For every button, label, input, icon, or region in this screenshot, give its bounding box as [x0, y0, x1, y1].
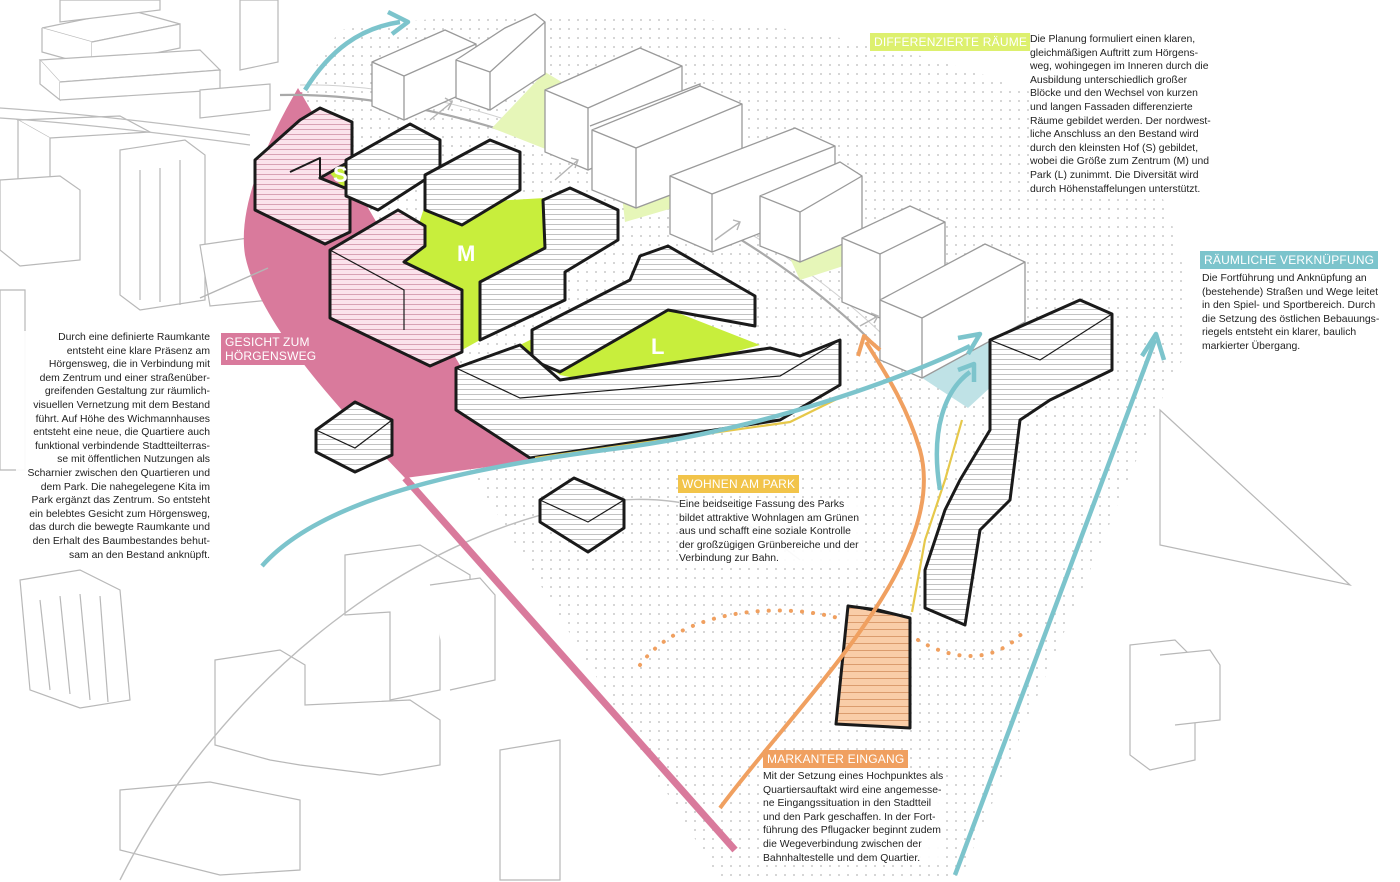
text-wohnen-am-park: Eine beidseitige Fassung des Parks bilde… [679, 498, 860, 566]
text-line: visuellen Vernetzung mit dem Bestand [33, 399, 210, 411]
text-line: Räume gebildet werden. Der nordwest- [1030, 115, 1211, 127]
text-line: gleichmäßigen Auftritt zum Hörgens- [1030, 47, 1199, 59]
text-line: das durch die bewegte Raumkante und [29, 522, 210, 534]
text-line: wobei die Größe zum Zentrum (M) und [1030, 156, 1210, 168]
text-line: riegels entsteht ein klarer, baulich [1202, 327, 1357, 339]
text-differenzierte-raeume: Die Planung formuliert einen klaren, gle… [1030, 33, 1211, 197]
text-line: Bahnhaltestelle und dem Quartier. [763, 852, 921, 864]
text-line: entsteht eine klare Präsenz am [66, 345, 210, 357]
block-central-l [478, 186, 620, 342]
text-line: führung des Pflugacker beginnt zudem [763, 825, 941, 837]
text-line: die Wegeverbindung zwischen der [763, 838, 922, 850]
text-line: durch den kleinsten Hof (S) gebildet, [1030, 142, 1199, 154]
text-line: Hörgensweg, die in Verbindung mit [48, 359, 210, 371]
label-differenzierte-title: DIFFERENZIERTE RÄUME [874, 35, 1028, 49]
text-line: ne Eingangssituation in den Stadtteil [763, 798, 932, 810]
text-line: liche Anschluss an den Bestand wird [1030, 129, 1199, 141]
text-line: aus und schafft eine soziale Kontrolle [679, 526, 851, 538]
text-line: Park ergänzt das Zentrum. So entsteht [31, 495, 210, 507]
text-line: markierter Übergang. [1202, 340, 1301, 352]
block-east [923, 298, 1114, 627]
label-differenzierte-raeume: DIFFERENZIERTE RÄUME [870, 33, 1032, 51]
block-west-long [328, 208, 464, 368]
text-line: der großzügigen Grünbereiche und der [679, 539, 859, 551]
text-line: den Erhalt des Baumbestandes behut- [32, 535, 210, 547]
text-line: entsteht eine neue, die Quartiere auch [33, 427, 210, 439]
label-raeumliche-verknuepfung: RÄUMLICHE VERKNÜPFUNG [1200, 251, 1379, 269]
hoergensweg-line [402, 475, 738, 853]
text-line: und langen Fassaden differenzierte [1030, 101, 1193, 113]
label-gesicht-line1: GESICHT ZUM [225, 335, 310, 349]
text-line: dem Zentrum und einer straßenüber- [39, 372, 210, 384]
text-line: Ausbildung unterschiedlich großer [1030, 74, 1188, 86]
label-verknuepfung-title: RÄUMLICHE VERKNÜPFUNG [1204, 253, 1375, 267]
text-line: sam an den Bestand anknüpft. [69, 549, 210, 561]
text-line: greifenden Gestaltung zur räumlich- [44, 386, 210, 398]
text-raeumliche-verknuepfung: Die Fortführung und Anknüpfung an (beste… [1202, 272, 1380, 354]
text-line: führt. Auf Höhe des Wichmannhauses [35, 413, 210, 425]
text-gesicht-zum-hoergensweg: Durch eine definierte Raumkante entsteht… [16, 331, 210, 563]
zone-letter-m: M [457, 241, 475, 266]
text-line: durch Höhenstaffelungen unterstützt. [1030, 183, 1201, 195]
block-park-small [538, 476, 626, 554]
text-line: Verbindung zur Bahn. [679, 553, 779, 565]
text-line: Quartiersauftakt wird eine angemesse- [763, 784, 942, 796]
text-line: Durch eine definierte Raumkante [58, 332, 210, 343]
connection-arrows [199, 97, 879, 327]
block-roof-lines [315, 249, 1113, 619]
block-center [423, 138, 522, 227]
text-line: Scharnier zwischen den Quartieren und [27, 467, 210, 479]
text-line: Die Planung formuliert einen klaren, [1030, 34, 1196, 45]
zone-letter-l: L [651, 334, 664, 359]
text-line: Die Fortführung und Anknüpfung an [1202, 273, 1367, 284]
text-line: und den Park geschaffen. In der Fort- [763, 811, 936, 823]
text-line: Mit der Setzung eines Hochpunktes als [763, 771, 944, 782]
label-wohnen-am-park: WOHNEN AM PARK [678, 475, 800, 493]
block-south-small [314, 400, 394, 474]
text-line: se mit öffentlichen Nutzungen als [57, 454, 210, 466]
text-line: Eine beidseitige Fassung des Parks [679, 499, 845, 510]
teal-arrows [260, 9, 1167, 876]
label-markanter-eingang: MARKANTER EINGANG [763, 750, 909, 768]
text-line: (bestehende) Straßen und Wege leitet [1202, 286, 1378, 298]
text-line: dem Park. Die nahegelegene Kita im [40, 481, 210, 493]
text-line: bildet attraktive Wohnlagen am Grünen [679, 512, 860, 524]
text-markanter-eingang: Mit der Setzung eines Hochpunktes als Qu… [763, 770, 944, 866]
label-eingang-title: MARKANTER EINGANG [767, 752, 905, 766]
text-line: in den Spiel- und Sportbereich. Durch [1202, 300, 1376, 312]
text-line: die Setzung des östlichen Bebauungs- [1202, 313, 1380, 325]
text-line: weg, wohingegen im Inneren durch die [1030, 61, 1209, 73]
label-wohnen-title: WOHNEN AM PARK [682, 477, 796, 491]
label-gesicht-line2: HÖRGENSWEG [225, 349, 317, 363]
zone-letter-s: S [333, 162, 348, 187]
north-row-buildings [371, 13, 1026, 379]
text-line: funktional verbindende Stadtteilterras- [34, 440, 210, 452]
block-highpoint [834, 604, 912, 730]
label-gesicht-zum-hoergensweg: GESICHT ZUM HÖRGENSWEG [221, 333, 321, 365]
text-line: ein belebtes Gesicht zum Hörgensweg, [29, 508, 210, 520]
text-line: Park (L) zunimmt. Die Diversität wird [1030, 169, 1199, 181]
text-line: Blöcke und den Wechsel von kurzen [1030, 88, 1198, 100]
